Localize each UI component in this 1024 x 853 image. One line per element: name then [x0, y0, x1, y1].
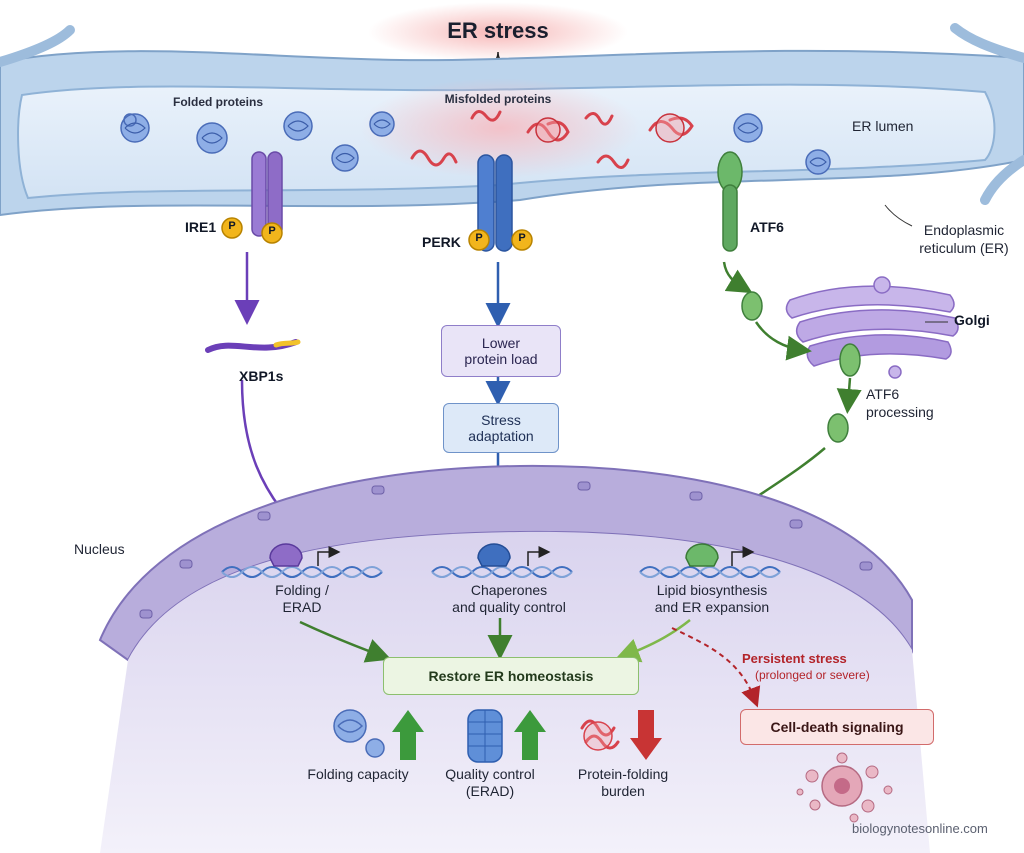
folding-capacity-icon	[333, 709, 385, 758]
atf6-processing-line2: processing	[866, 404, 934, 420]
ire1-target-line2: ERAD	[282, 599, 322, 615]
burden-down-arrow	[630, 710, 662, 760]
golgi-label: Golgi	[954, 312, 990, 328]
cell-death-box: Cell-death signaling	[740, 709, 934, 745]
er-name-line1: Endoplasmic	[923, 222, 1005, 238]
misfolded-proteins-label: Misfolded proteins	[444, 92, 552, 106]
stress-glow	[368, 2, 628, 62]
atf6-transcription-factor-icon	[685, 543, 719, 567]
perk-phospho-2: P	[518, 232, 526, 244]
persistent-stress-note: (prolonged or severe)	[755, 668, 870, 682]
folded-protein-texture	[124, 119, 827, 167]
perk-target-line2: and quality control	[452, 599, 566, 615]
burden-line2: burden	[601, 783, 645, 799]
folding-capacity-up-arrow	[392, 710, 424, 760]
perk-target-line1: Chaperones	[470, 582, 548, 598]
ire1-transcription-factor-icon	[269, 543, 303, 567]
golgi-shape	[785, 276, 959, 379]
persistent-stress-arrow	[671, 627, 761, 708]
quality-control-line1: Quality control	[445, 766, 535, 782]
atf6-target-line2: and ER expansion	[654, 599, 770, 615]
misfolded-clumps	[535, 113, 685, 143]
atf6-target-line1: Lipid biosynthesis	[656, 582, 768, 598]
stress-adaptation-line2: adaptation	[468, 428, 534, 444]
xbp1s-splice-tail	[273, 339, 301, 348]
page-title: ER stress	[447, 18, 549, 43]
misfolded-glow	[360, 78, 640, 178]
lipid-to-restore-arrow	[614, 619, 691, 663]
er-lumen-label: ER lumen	[852, 118, 914, 134]
atf6-exit-arrow	[722, 261, 753, 294]
folded-proteins-label: Folded proteins	[173, 95, 263, 109]
transcription-start-icons	[317, 546, 755, 566]
folding-capacity-label: Folding capacity	[307, 766, 409, 782]
atf6-receptor-shape	[717, 151, 743, 252]
ire1-label: IRE1	[185, 219, 217, 235]
atf6-to-golgi-arrow	[754, 321, 812, 361]
perk-transcription-factor-icon	[477, 543, 511, 567]
quality-control-up-arrow	[514, 710, 546, 760]
perk-phospho-1: P	[475, 232, 483, 244]
lower-protein-load-line2: protein load	[464, 351, 538, 367]
perk-label: PERK	[422, 234, 461, 250]
ire1-phospho-icons	[221, 217, 283, 244]
er-name-line2: reticulum (ER)	[919, 240, 1009, 256]
persistent-stress-label: Persistent stress	[742, 651, 847, 666]
nucleus-label: Nucleus	[74, 541, 125, 557]
watermark: biologynotesonline.com	[852, 821, 988, 836]
ire1-phospho-1: P	[228, 220, 236, 232]
atf6-label: ATF6	[750, 219, 784, 235]
atf6-cleavage-arrow	[836, 377, 862, 414]
ire1-receptor-shape	[251, 151, 283, 237]
perk-phospho-icons	[468, 229, 533, 251]
perk-receptor-shape	[477, 154, 513, 252]
restore-homeostasis-box: Restore ER homeostasis	[383, 657, 639, 695]
folding-to-restore-arrow	[299, 620, 392, 663]
ire1-target-line1: Folding /	[275, 582, 329, 598]
dna-strands	[221, 566, 781, 578]
xbp1s-label: XBP1s	[239, 368, 284, 384]
nuclear-pores	[139, 481, 873, 619]
atf6-processing-line1: ATF6	[866, 386, 900, 402]
folding-burden-icon	[580, 719, 620, 751]
lower-protein-load-line1: Lower	[481, 334, 521, 351]
er-pointer	[884, 204, 913, 227]
atf6-golgi-fragment-icon	[839, 343, 861, 377]
quality-control-line2: (ERAD)	[465, 783, 515, 799]
atf6-vesicle-icon	[741, 291, 763, 321]
stress-adaptation-line1: Stress	[481, 411, 521, 428]
quality-control-icon	[467, 709, 503, 763]
dying-cell-icon	[796, 752, 893, 823]
atf6-fragment-icon	[827, 413, 849, 443]
burden-line1: Protein-folding	[577, 766, 669, 782]
folded-protein-blobs	[120, 111, 831, 175]
ire1-phospho-2: P	[268, 225, 276, 237]
